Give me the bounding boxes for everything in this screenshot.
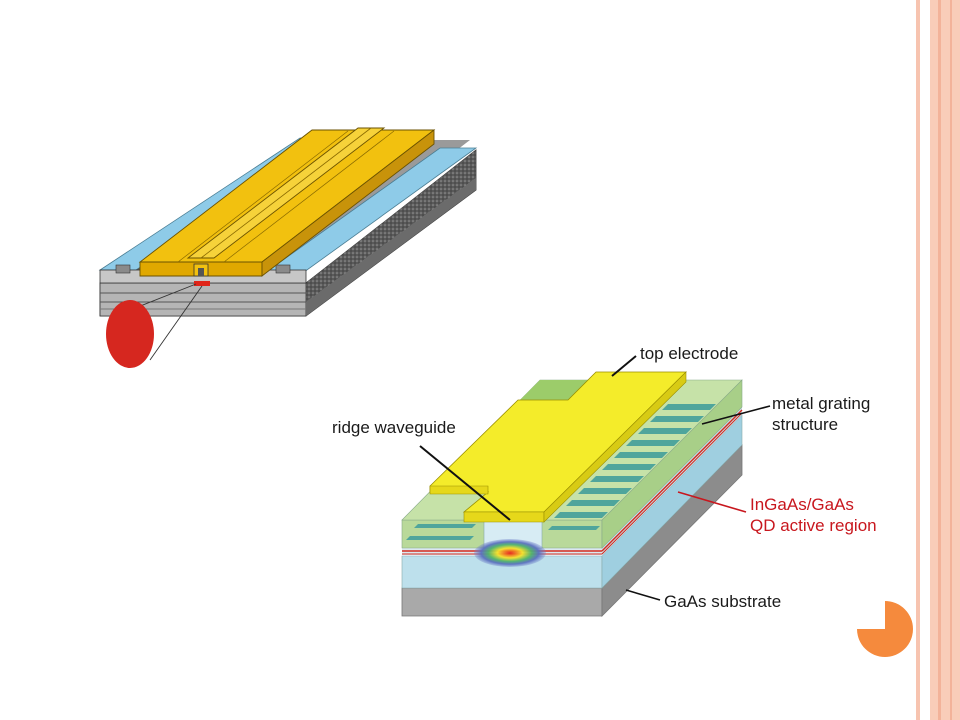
- qd-laser-diagram: top electrode metal grating structure ri…: [332, 344, 877, 617]
- label-active-region-line2: QD active region: [750, 516, 877, 535]
- frame-outer-line: [916, 0, 920, 720]
- optical-mode-profile: [474, 539, 546, 567]
- active-region-stripe: [194, 281, 210, 286]
- gaas-substrate-front: [401, 587, 603, 617]
- label-active-region-line1: InGaAs/GaAs: [750, 495, 854, 514]
- frame-band-stripe: [938, 0, 941, 720]
- frame-band: [930, 0, 960, 720]
- laser-device-drawing: [98, 127, 478, 368]
- label-metal-grating-line2: structure: [772, 415, 838, 434]
- device-side-texture: [306, 150, 476, 302]
- label-gaas-substrate: GaAs substrate: [664, 592, 781, 611]
- frame-band-stripe-2: [950, 0, 952, 720]
- leader-metal-grating: [701, 405, 771, 425]
- leader-active-region: [677, 491, 747, 513]
- output-beam-spot: [106, 300, 154, 368]
- leader-top-electrode: [611, 355, 637, 377]
- label-ridge-waveguide: ridge waveguide: [332, 418, 456, 437]
- slide-frame: [916, 0, 960, 720]
- label-metal-grating-line1: metal grating: [772, 394, 870, 413]
- metal-grating-structure: [406, 404, 716, 540]
- leader-substrate: [625, 589, 661, 601]
- leader-ridge-waveguide: [419, 445, 511, 521]
- label-top-electrode: top electrode: [640, 344, 738, 363]
- orange-pie-accent: [857, 601, 913, 657]
